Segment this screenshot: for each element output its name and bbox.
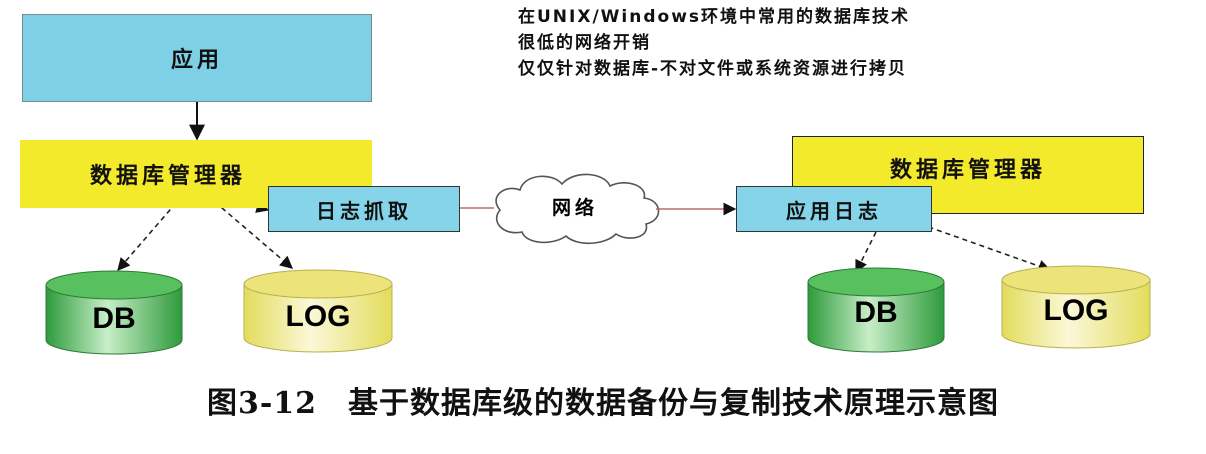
left-log-cylinder: LOG (243, 269, 393, 353)
left-db-label: DB (92, 302, 135, 335)
dbms-left-box: 数据库管理器 (20, 140, 372, 208)
dbms-right-label: 数据库管理器 (889, 158, 1046, 183)
notes-block: 在UNIX/Windows环境中常用的数据库技术 很低的网络开销 仅仅针对数据库… (518, 4, 910, 82)
left-db-arrow (117, 195, 183, 271)
right-db-label: DB (854, 296, 897, 329)
right-log-cylinder: LOG (1001, 265, 1151, 349)
left-log-label: LOG (286, 300, 351, 333)
application-label: 应用 (170, 48, 223, 73)
log-capture-label: 日志抓取 (316, 198, 412, 223)
network-label: 网络 (552, 196, 598, 219)
note-line-1: 在UNIX/Windows环境中常用的数据库技术 (518, 7, 911, 27)
right-log-label: LOG (1044, 294, 1109, 327)
left-log-arrow (207, 195, 293, 269)
note-line-2: 很低的网络开销 (518, 33, 651, 53)
apply-log-box: 应用日志 (736, 186, 932, 232)
apply-log-label: 应用日志 (786, 198, 882, 223)
note-line-3: 仅仅针对数据库-不对文件或系统资源进行拷贝 (518, 59, 908, 79)
dbms-left-label: 数据库管理器 (90, 164, 247, 189)
right-db-cylinder: DB (807, 267, 945, 353)
network-cloud (495, 173, 660, 245)
log-capture-box: 日志抓取 (268, 186, 460, 232)
application-box: 应用 (22, 14, 372, 102)
figure-caption: 图3-12 基于数据库级的数据备份与复制技术原理示意图 (206, 386, 1000, 421)
right-log-arrow (919, 223, 1052, 273)
left-db-cylinder: DB (45, 270, 183, 355)
